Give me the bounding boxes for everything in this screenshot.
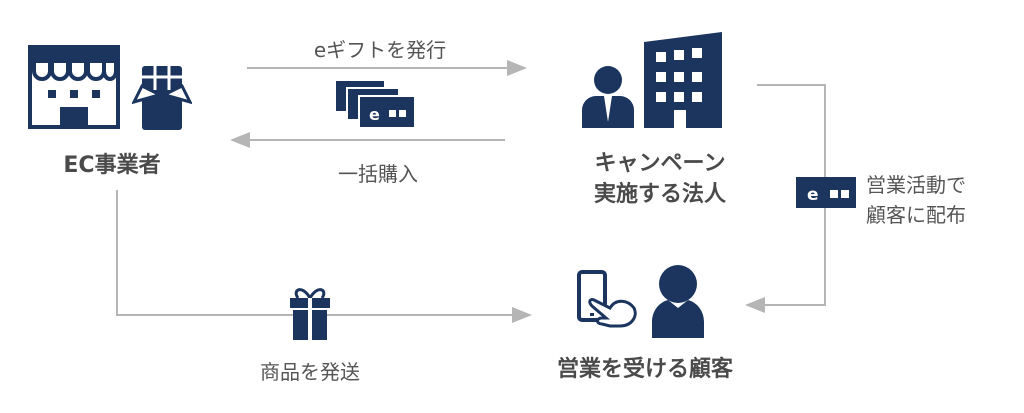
svg-text:e: e [369, 105, 380, 124]
ship-label: 商品を発送 [260, 360, 360, 384]
ship-arrow [116, 190, 532, 323]
egift-card-icon: e [796, 177, 856, 208]
issue-label: eギフトを発行 [313, 38, 447, 62]
customer-label: 営業を受ける顧客 [556, 357, 733, 382]
distribute-label-line2: 顧客に配布 [866, 203, 966, 227]
gift-box-icon [290, 288, 330, 340]
campaign-corp-label: キャンペーン 実施する法人 [570, 148, 750, 210]
corporation-icon [582, 32, 722, 128]
egift-cards-icon: e [335, 80, 416, 129]
store-icon [28, 45, 120, 129]
chocolate-gift-icon [132, 66, 192, 130]
distribute-label-line1: 営業活動で [866, 173, 966, 197]
campaign-corp-label-line1: キャンペーン [594, 151, 726, 176]
ec-business-label: EC事業者 [63, 153, 161, 178]
svg-text:e: e [807, 185, 819, 205]
campaign-corp-label-line2: 実施する法人 [593, 182, 726, 207]
customer-person-icon [652, 265, 704, 338]
distribute-label: 営業活動で 顧客に配布 [866, 170, 966, 230]
smartphone-tap-icon [577, 270, 637, 328]
bulk-purchase-label: 一括購入 [338, 162, 418, 186]
